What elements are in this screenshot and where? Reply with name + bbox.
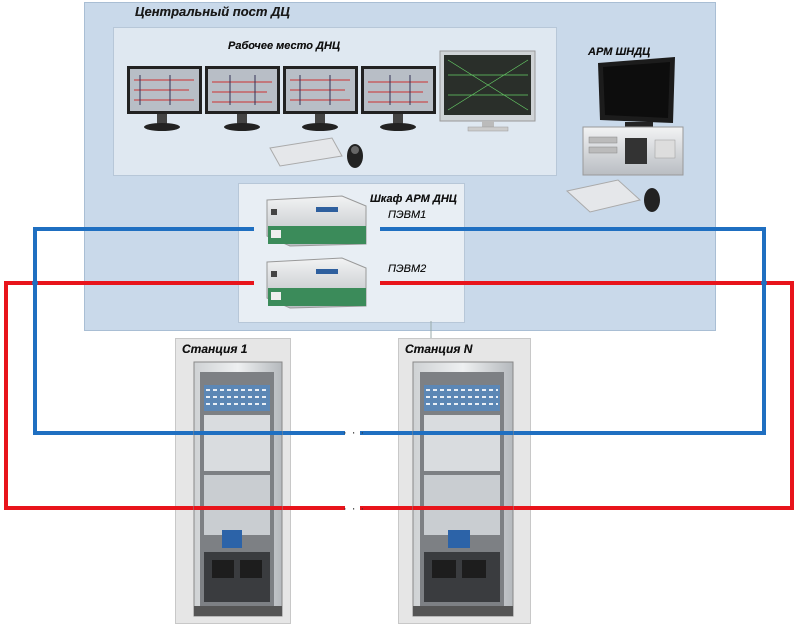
arm-shndc-title: АРМ ШНДЦ bbox=[588, 46, 651, 58]
station-1-title-overlay: Станция 1 bbox=[182, 342, 248, 356]
dnc-monitors bbox=[127, 50, 536, 168]
pc1-label-overlay: ПЭВМ1 bbox=[388, 209, 427, 221]
blue-network-line bbox=[33, 227, 766, 435]
monitor-1-icon bbox=[127, 66, 202, 131]
station-1-title: Станция 1 bbox=[182, 342, 248, 356]
pc1-icon bbox=[266, 195, 367, 247]
arm-cabinet-title-overlay: Шкаф АРМ ДНЦ bbox=[370, 193, 457, 205]
crossing-dot-right bbox=[761, 280, 767, 286]
station-n-title: Станция N bbox=[405, 342, 473, 356]
red-network-line bbox=[4, 281, 794, 510]
central-post-title-overlay: Центральный пост ДЦ bbox=[135, 4, 290, 19]
monitor-3-icon bbox=[283, 66, 358, 131]
pc1-label: ПЭВМ1 bbox=[388, 209, 427, 221]
blue-line-ellipsis: · · · bbox=[343, 427, 366, 439]
dnc-workplace-title-overlay: Рабочее место ДНЦ bbox=[228, 40, 340, 52]
blue-line-ellipsis-overlay: · · · bbox=[343, 427, 366, 439]
arm-shndc-workstation bbox=[565, 57, 684, 213]
system-unit-icon bbox=[582, 126, 684, 176]
monitor-2-icon bbox=[205, 66, 280, 131]
station-1-rack-icon bbox=[193, 361, 283, 617]
station-n-rack-icon bbox=[412, 361, 514, 617]
station-n-title-overlay: Станция N bbox=[405, 342, 473, 356]
pc2-label: ПЭВМ2 bbox=[388, 263, 427, 275]
monitor-4-icon bbox=[361, 66, 436, 131]
arm-mouse-icon bbox=[644, 188, 660, 212]
central-post-title: Центральный пост ДЦ bbox=[135, 4, 290, 19]
monitor-5-icon bbox=[439, 50, 536, 132]
arm-cabinet-title: Шкаф АРМ ДНЦ bbox=[370, 193, 457, 205]
arm-shndc-title-overlay: АРМ ШНДЦ bbox=[588, 46, 651, 58]
arm-monitor-icon bbox=[598, 57, 675, 132]
pc2-icon bbox=[266, 257, 367, 309]
keyboard-icon bbox=[269, 137, 343, 167]
crossing-dot-left bbox=[32, 280, 38, 286]
red-line-ellipsis: · · · bbox=[343, 503, 366, 515]
pc2-label-overlay: ПЭВМ2 bbox=[388, 263, 427, 275]
mouse-icon bbox=[347, 144, 363, 168]
dnc-workplace-title: Рабочее место ДНЦ bbox=[228, 40, 340, 52]
arm-keyboard-icon bbox=[565, 179, 642, 213]
red-line-ellipsis-overlay: · · · bbox=[343, 503, 366, 515]
